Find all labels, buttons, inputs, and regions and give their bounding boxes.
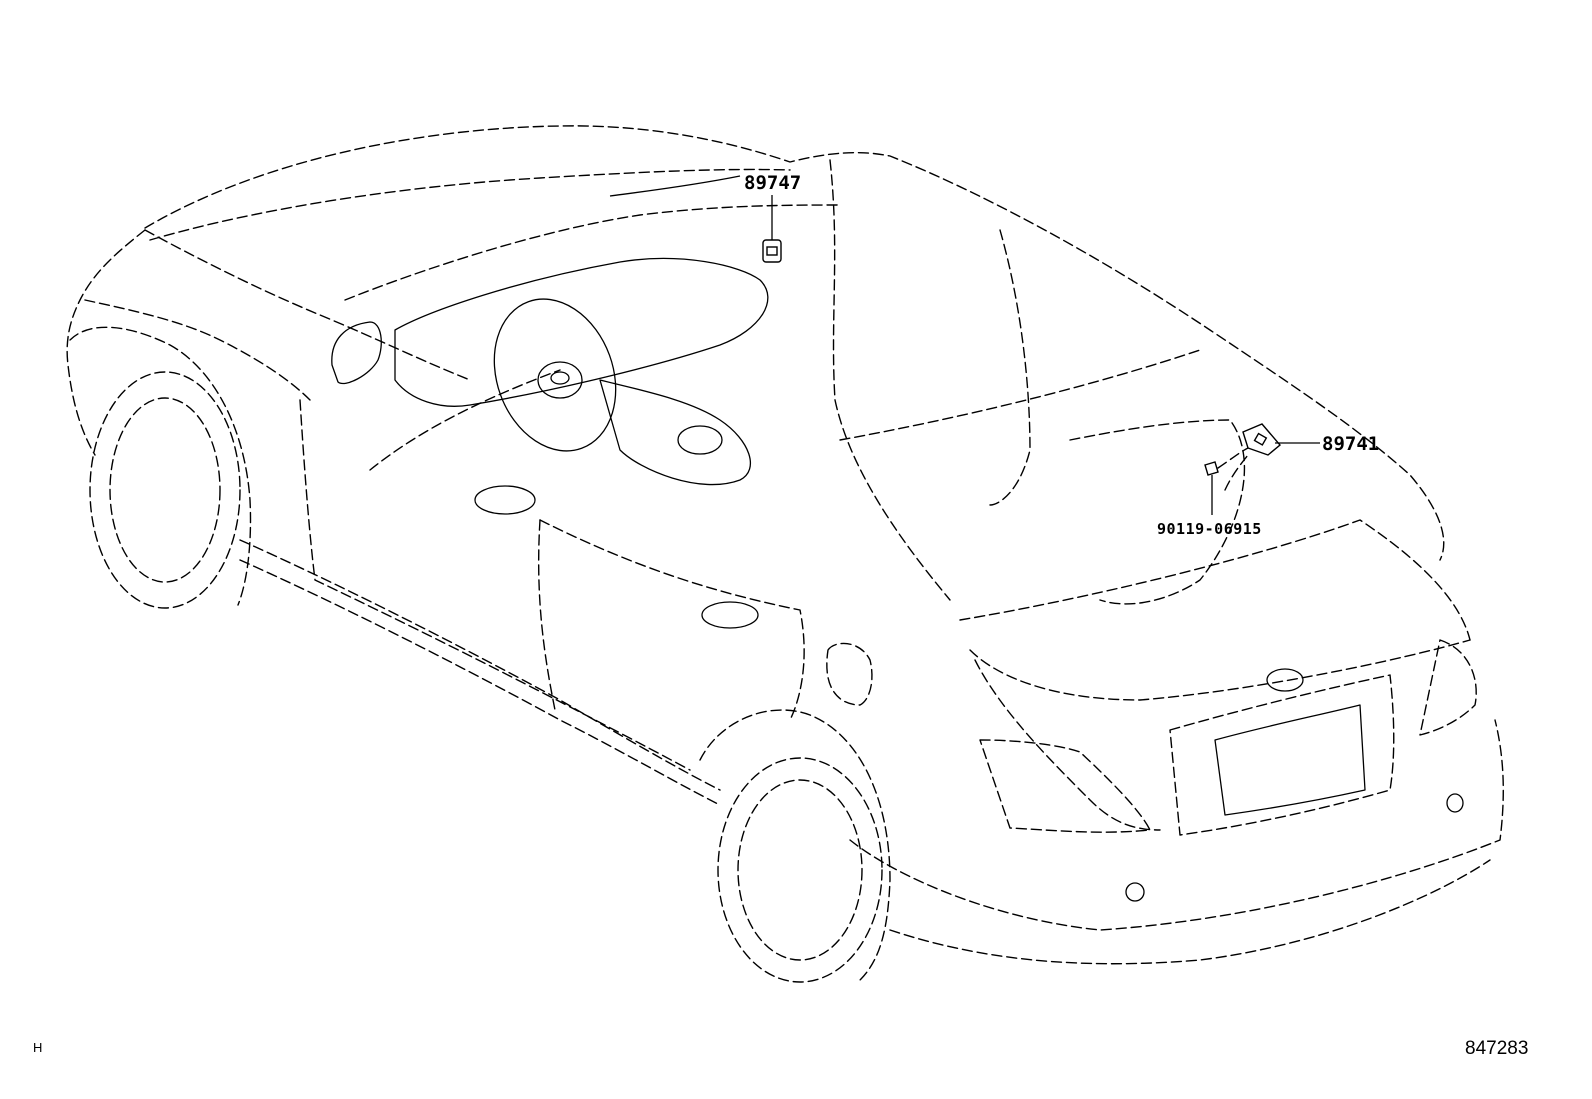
fuel-door (826, 642, 873, 706)
hood-crease (144, 229, 471, 381)
roof-outline (144, 125, 1445, 561)
part-89747-sensor (762, 239, 782, 263)
rear-wheel-arch (699, 709, 891, 981)
front-door-outline (299, 399, 691, 771)
rear-door-handle (701, 601, 759, 629)
steering-wheel (493, 298, 617, 452)
trunk-lower (974, 659, 1161, 831)
front-wheel-inner (109, 397, 221, 583)
trunk-edge (969, 639, 1471, 701)
leader-89747-roof (609, 175, 741, 197)
rear-door-outline (539, 519, 805, 721)
steering-emblem (550, 371, 570, 385)
parking-sensor-1 (1125, 882, 1145, 902)
rear-bumper (849, 719, 1504, 931)
roof-inner-line (149, 168, 791, 241)
license-plate (1214, 704, 1366, 816)
b-pillar (538, 519, 556, 711)
left-tail-light (979, 739, 1151, 833)
rear-emblem (1266, 668, 1304, 692)
illustration-number: 847283 (1465, 1038, 1529, 1059)
corner-code-left: H (33, 1040, 43, 1055)
rear-seat-back (989, 229, 1031, 506)
front-wheel (89, 371, 241, 609)
rear-seat-cushion (1069, 419, 1246, 605)
c-pillar (829, 159, 951, 601)
parking-sensor-2 (1446, 793, 1464, 813)
steering-hub (537, 361, 583, 399)
part-90119-06915-clip (1204, 461, 1219, 515)
gear-shifter (677, 425, 723, 455)
right-tail-light (1419, 639, 1477, 736)
rear-wheel (717, 757, 883, 983)
front-fender-top (84, 299, 311, 401)
rear-window-line (839, 349, 1201, 441)
front-door-window (369, 369, 561, 471)
trunk-lid (959, 519, 1471, 641)
clip-to-module-line (1217, 447, 1249, 469)
windshield-top (344, 204, 841, 301)
part-89741-module (1242, 423, 1281, 456)
front-door-handle (474, 485, 536, 515)
part-number-label-89747: 89747 (744, 172, 802, 194)
dashboard-outline (394, 257, 769, 407)
rocker-panel (239, 539, 721, 791)
hood-outline (66, 229, 146, 456)
side-mirror (331, 321, 382, 385)
rear-wheel-inner (737, 779, 863, 961)
rear-bumper-lower (889, 859, 1491, 965)
part-number-label-89741: 89741 (1322, 433, 1380, 455)
part-number-label-90119-06915: 90119-06915 (1157, 520, 1262, 538)
license-plate-recess (1169, 674, 1395, 836)
center-console (599, 379, 751, 486)
clip-drop-line (1224, 454, 1249, 491)
front-wheel-arch (69, 326, 252, 606)
rocker-panel-lower (239, 559, 721, 806)
